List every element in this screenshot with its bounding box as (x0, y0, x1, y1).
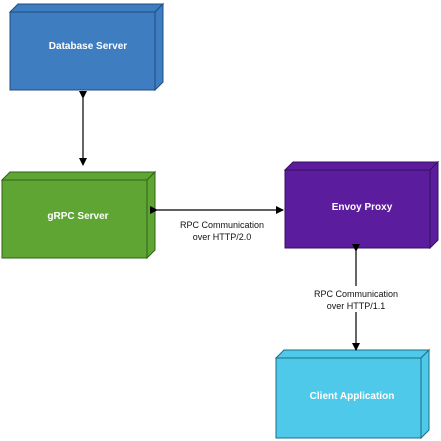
envoy-proxy-node[interactable]: Envoy Proxy (283, 160, 440, 250)
envoy-proxy-side-face (429, 160, 439, 250)
envoy-client-label-background (302, 286, 410, 312)
database-server-top-face (8, 3, 165, 13)
grpc-server-top-face (0, 171, 157, 181)
envoy-proxy-label: Envoy Proxy (332, 202, 393, 213)
grpc-envoy-label-line2: over HTTP/2.0 (193, 232, 252, 242)
client-application-front-face (275, 357, 422, 439)
grpc-envoy-label-background (168, 217, 276, 243)
grpc-server-side-face (146, 170, 156, 260)
envoy-client-label-line1: RPC Communication (314, 289, 398, 299)
envoy-proxy-top-face (283, 161, 440, 171)
client-application-top-face (274, 349, 431, 359)
grpc-server-node[interactable]: gRPC Server (0, 170, 157, 260)
database-server-front-face (9, 11, 156, 91)
grpc-server-front-face (1, 179, 148, 259)
database-server-side-face (154, 2, 164, 92)
grpc-envoy-label-line1: RPC Communication (180, 220, 264, 230)
client-application-side-face (420, 348, 430, 440)
client-application-label: Client Application (310, 391, 395, 402)
database-server-label: Database Server (49, 41, 127, 52)
client-application-node[interactable]: Client Application (274, 348, 431, 440)
grpc-server-label: gRPC Server (47, 211, 108, 222)
envoy-client-label-line2: over HTTP/1.1 (327, 301, 386, 311)
database-server-node[interactable]: Database Server (8, 2, 165, 92)
envoy-proxy-front-face (284, 169, 431, 249)
